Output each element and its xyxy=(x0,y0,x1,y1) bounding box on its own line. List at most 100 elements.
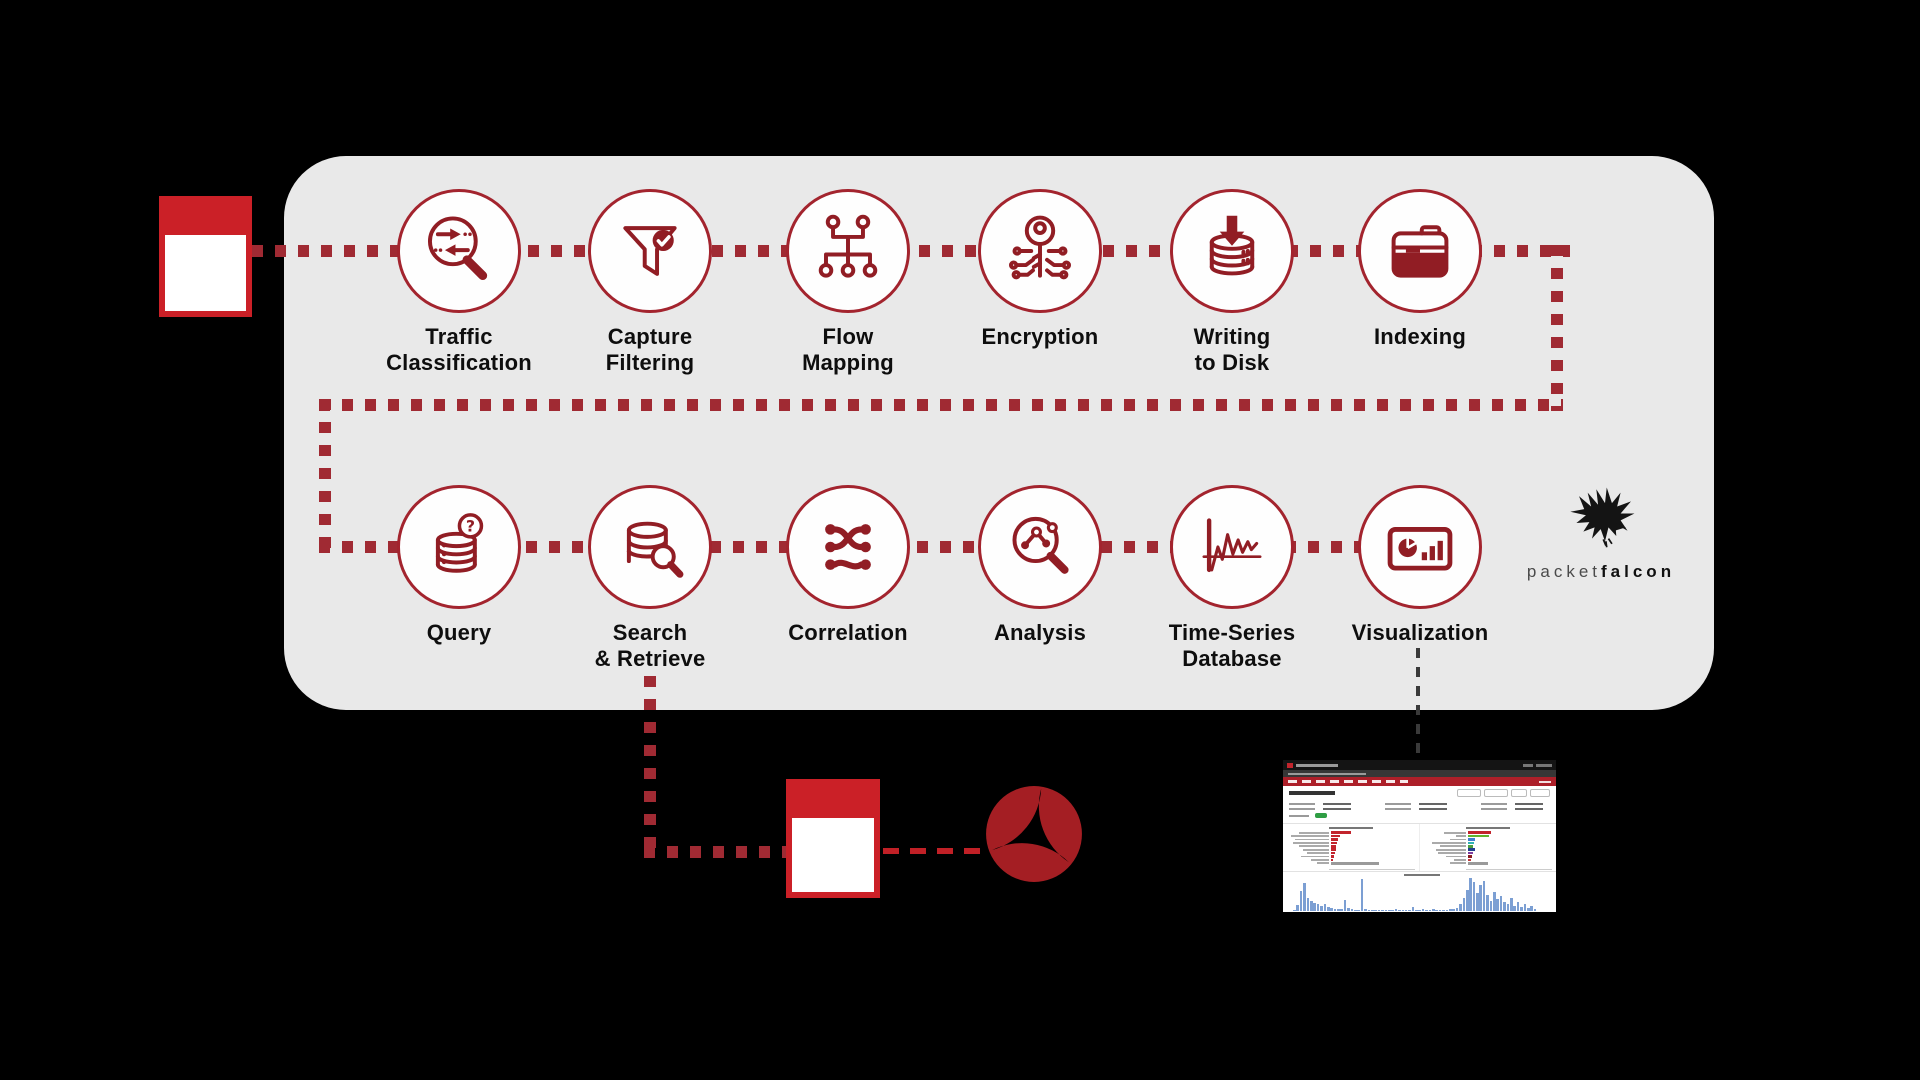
timeline-bar xyxy=(1309,901,1313,911)
dashboard-button xyxy=(1484,789,1508,797)
timeline-bar xyxy=(1503,902,1506,911)
metadata-line xyxy=(1289,803,1550,805)
timeline-bar xyxy=(1337,909,1340,911)
dashboard-breadcrumb-bar xyxy=(1283,770,1556,777)
x-axis xyxy=(1466,869,1552,870)
timeline-bar xyxy=(1316,904,1320,911)
timeline-bar xyxy=(1415,910,1418,911)
bar-label xyxy=(1307,852,1329,854)
step-label: Encryption xyxy=(981,324,1099,349)
step-indexing xyxy=(1358,189,1482,313)
timeline-bar xyxy=(1435,910,1438,911)
dashboard-titlebar xyxy=(1283,760,1556,770)
bar-label xyxy=(1440,845,1466,848)
bar xyxy=(1468,844,1474,848)
timeline-bar xyxy=(1374,910,1377,911)
timeline-bar xyxy=(1364,909,1367,911)
timeline-bar xyxy=(1421,909,1425,911)
query-icon: ? xyxy=(397,485,521,609)
timeline-bar xyxy=(1499,896,1503,911)
timeline-bar xyxy=(1476,892,1479,911)
time-series-database-icon xyxy=(1170,485,1294,609)
timeline-bar xyxy=(1432,909,1435,911)
timeline-bar xyxy=(1533,908,1537,911)
indexing-icon xyxy=(1358,189,1482,313)
timeline-bar xyxy=(1326,907,1330,911)
step-label: Analysis xyxy=(993,620,1087,645)
timeline-bar xyxy=(1513,905,1516,911)
chart-title xyxy=(1329,827,1373,829)
timeline-bar xyxy=(1489,901,1493,911)
timeline-bar xyxy=(1320,905,1323,911)
bar-label xyxy=(1311,858,1329,861)
timeline-bar xyxy=(1510,898,1513,911)
bar-label xyxy=(1291,835,1329,837)
timeline-bar xyxy=(1462,897,1466,911)
dashboard-screenshot xyxy=(1283,760,1556,912)
step-label: Correlation xyxy=(788,620,908,645)
timeline-bar xyxy=(1323,903,1327,911)
incoming-traffic-icon xyxy=(159,196,252,317)
brand-wordmark: packetfalcon xyxy=(1496,562,1706,582)
metadata-label xyxy=(1289,814,1309,817)
timeline-bar xyxy=(1303,882,1306,911)
bar-label xyxy=(1438,852,1466,854)
connector-left-down xyxy=(319,399,331,553)
timeline-bar xyxy=(1360,879,1364,911)
dashboard-bar-charts xyxy=(1283,823,1556,871)
timeline-bar xyxy=(1401,910,1405,911)
step-label: Writing to Disk xyxy=(1193,324,1271,376)
timeline-bar xyxy=(1530,905,1533,911)
step-label: Flow Mapping xyxy=(802,324,894,376)
bar-label xyxy=(1446,855,1466,858)
metadata-line xyxy=(1289,808,1550,810)
connector-search-down xyxy=(644,676,656,858)
dashboard-app-name xyxy=(1296,763,1338,767)
dashboard-metadata xyxy=(1283,803,1556,823)
timeline-bar xyxy=(1482,880,1486,911)
step-traffic-classification xyxy=(397,189,521,313)
x-axis xyxy=(1329,869,1415,870)
bar xyxy=(1468,831,1492,834)
timeline-bar xyxy=(1520,907,1523,911)
timeline-bar xyxy=(1293,909,1296,911)
timeline-bar xyxy=(1404,909,1408,911)
step-writing-to-disk xyxy=(1170,189,1294,313)
timeline-bar xyxy=(1299,890,1303,911)
writing-to-disk-icon xyxy=(1170,189,1294,313)
bar-label xyxy=(1299,831,1329,834)
timeline-bar xyxy=(1296,905,1299,911)
timeline-bar xyxy=(1418,910,1422,911)
timeline-bar xyxy=(1387,910,1391,911)
dashboard-button xyxy=(1457,789,1481,797)
bar xyxy=(1468,858,1472,862)
bar xyxy=(1331,858,1334,862)
timeline-bar xyxy=(1442,910,1445,911)
correlation-icon xyxy=(786,485,910,609)
timeline-bar xyxy=(1357,910,1361,911)
bar-label xyxy=(1450,862,1466,865)
connector-file-to-ntop xyxy=(883,848,985,854)
capture-filtering-icon xyxy=(588,189,712,313)
timeline-bar xyxy=(1370,910,1374,911)
timeline-bar xyxy=(1306,897,1310,911)
step-label: Visualization xyxy=(1351,620,1489,645)
bar xyxy=(1468,838,1476,841)
timeline-bar xyxy=(1377,909,1381,911)
timeline-bar xyxy=(1381,910,1384,911)
step-encryption xyxy=(978,189,1102,313)
flow-mapping-icon xyxy=(786,189,910,313)
brand-part-falcon: falcon xyxy=(1601,562,1676,581)
window-titlebar xyxy=(165,202,246,235)
timeline-bar xyxy=(1465,889,1469,911)
bar xyxy=(1331,855,1335,858)
timeline-bar xyxy=(1438,909,1442,911)
timeline-bar xyxy=(1408,910,1411,911)
status-badge xyxy=(1315,813,1327,818)
step-search-retrieve xyxy=(588,485,712,609)
bar-label xyxy=(1456,835,1466,837)
timeline-bar xyxy=(1350,909,1354,911)
chart-title xyxy=(1403,874,1440,876)
bar xyxy=(1468,855,1472,858)
bar xyxy=(1331,861,1380,865)
